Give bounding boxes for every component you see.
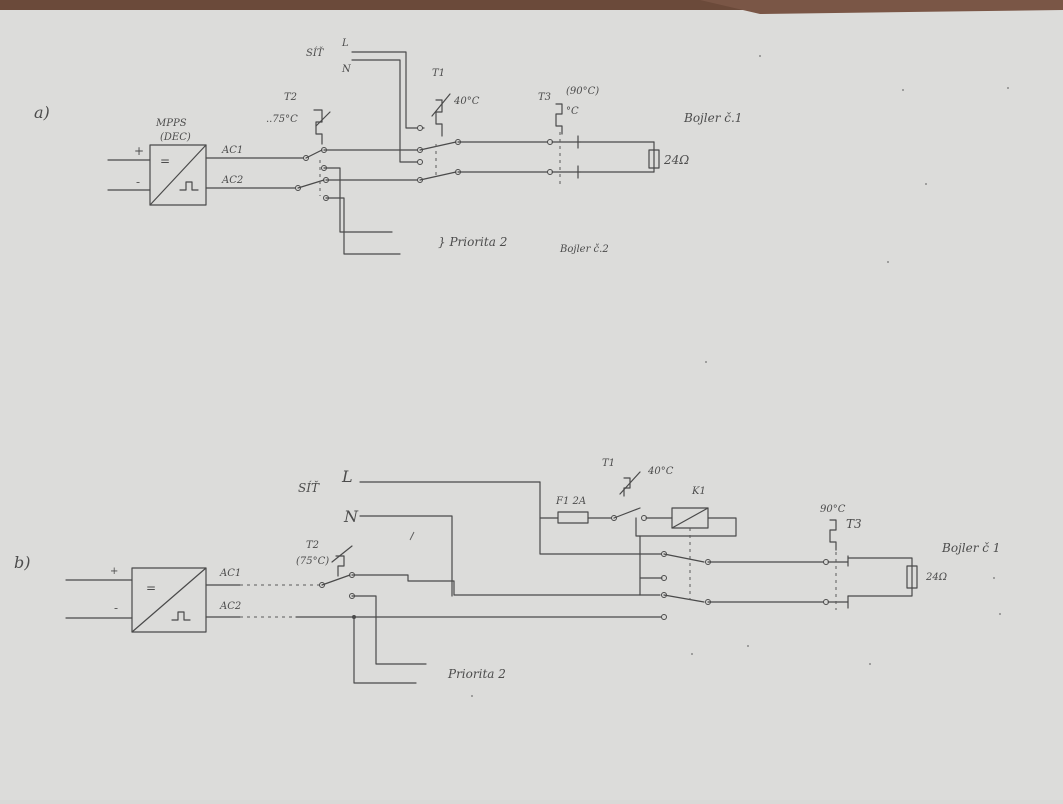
dc-minus: - [136, 175, 140, 189]
t1-label-a: T1 [432, 68, 445, 79]
priority-2-b: Priorita 2 [447, 667, 506, 681]
heater-resistor-a [648, 149, 660, 169]
dc-plus: + [134, 144, 144, 158]
t2-label-b: T2 [306, 540, 319, 551]
grid-label-a: SÍŤ [306, 47, 325, 59]
converter-eq-symbol: = [160, 154, 170, 168]
t3-temp-b: 90°C [820, 504, 846, 515]
t3-temp-a: (90°C) [566, 86, 599, 97]
ac1-label-b: AC1 [219, 568, 241, 579]
diagram-a: a) = MPPS (DEC) + - AC1 AC2 T2 ..75°C [34, 38, 742, 255]
t3-label-a: T3 [538, 92, 551, 103]
priority-2-a: } Priorita 2 [438, 235, 507, 249]
t1-temp-a: 40°C [453, 96, 480, 107]
diagram-b-marker: b) [14, 553, 30, 572]
grid-n-b: N [343, 507, 359, 526]
t2-temp-b: (75°C) [296, 556, 329, 567]
t1-temp-b: 40°C [647, 466, 674, 477]
thermostat-t1-a: T1 40°C [431, 68, 480, 137]
heater-resistor-b [906, 565, 918, 589]
t1-label-b: T1 [602, 458, 615, 469]
ac1-label: AC1 [221, 145, 243, 156]
fuse-label: F1 2A [555, 496, 586, 507]
grid-l-a: L [341, 38, 349, 49]
resistor-label-a: 24Ω [663, 153, 689, 167]
converter-eq-symbol-b: = [146, 581, 156, 595]
square-wave-icon-b [171, 611, 191, 621]
boiler1-label-b: Bojler č 1 [941, 541, 1000, 555]
mppt-converter-a: = MPPS (DEC) [149, 118, 207, 206]
paper-specks [471, 55, 1009, 697]
t3-unit-a: °C [566, 106, 579, 117]
thermostat-t3-b: 90°C T3 [820, 504, 862, 610]
grid-label-b: SÍŤ [298, 480, 320, 495]
t2-label: T2 [284, 92, 297, 103]
square-wave-icon [179, 181, 199, 191]
diagram-a-marker: a) [34, 103, 50, 122]
mppt-label: MPPS [155, 118, 187, 129]
thermostat-t2-b: T2 (75°C) [296, 540, 355, 599]
t3-label-b: T3 [846, 517, 862, 531]
dc-minus-b: - [114, 601, 118, 615]
mppt-sublabel: (DEC) [160, 132, 191, 143]
ac2-label: AC2 [221, 175, 243, 186]
mppt-converter-b: = [131, 567, 207, 633]
grid-l-b: L [341, 467, 353, 486]
thermostat-t2-a: T2 ..75°C [266, 92, 331, 201]
thermostat-t3-a: T3 (90°C) °C [538, 86, 599, 186]
table-edge [0, 0, 1063, 10]
boiler2-label-a: Bojler č.2 [559, 244, 609, 255]
grid-n-a: N [341, 64, 352, 75]
boiler1-label-a: Bojler č.1 [683, 111, 742, 125]
table-edge-shadow [700, 0, 1063, 14]
k1-label: K1 [691, 486, 706, 497]
resistor-label-b: 24Ω [925, 572, 947, 583]
t2-temp: ..75°C [266, 114, 298, 125]
ac2-label-b: AC2 [219, 601, 241, 612]
diagram-b: b) = + - AC1 AC2 T2 (75°C) [14, 458, 1000, 684]
dc-plus-b: + [110, 566, 118, 577]
